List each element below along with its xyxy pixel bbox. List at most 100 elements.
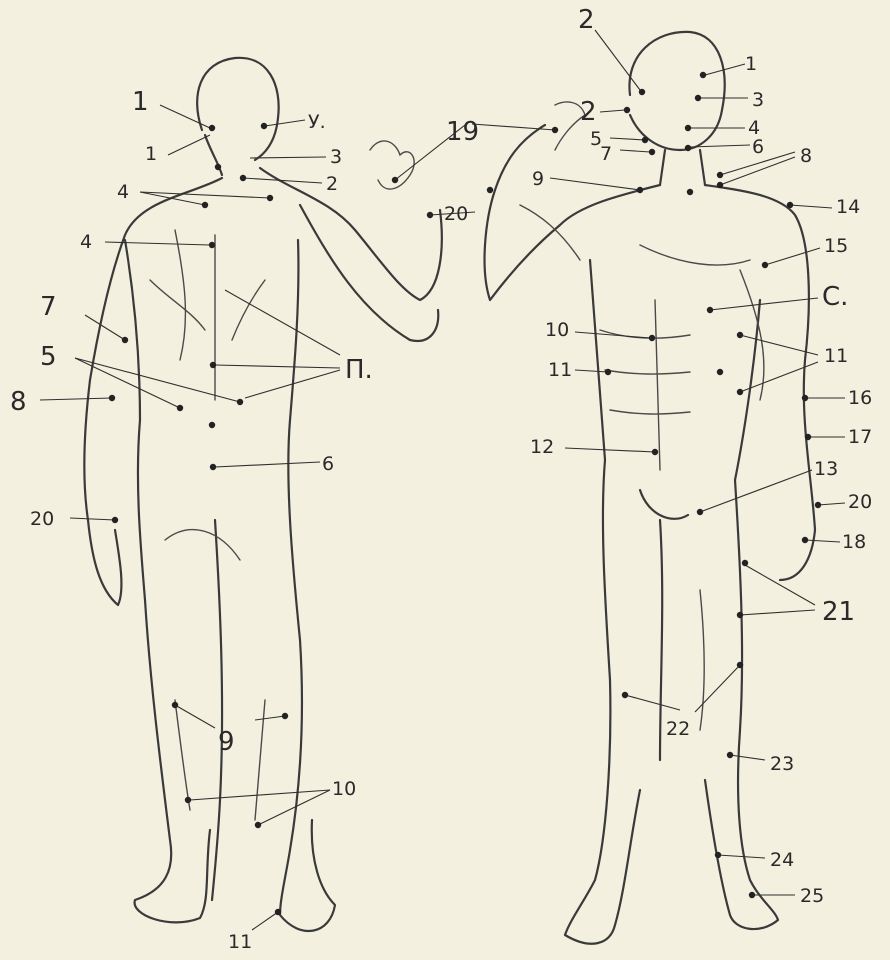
front-point (487, 187, 493, 193)
label-back-8: 8 (10, 387, 27, 417)
label-back-20: 20 (30, 508, 54, 530)
back-point (109, 395, 115, 401)
label-back-4b: 4 (80, 231, 92, 253)
front-point (707, 307, 713, 313)
label-back-y: У. (308, 111, 326, 133)
front-point (700, 72, 706, 78)
label-front-13: 13 (814, 458, 838, 480)
front-point (685, 145, 691, 151)
label-front-7: 7 (600, 143, 612, 165)
front-point (717, 172, 723, 178)
back-view-figure (84, 58, 441, 931)
back-point (275, 909, 281, 915)
label-front-9: 9 (532, 168, 544, 190)
label-front-11a: 11 (548, 359, 572, 381)
front-point (802, 537, 808, 543)
label-back-1-big: 1 (132, 87, 149, 117)
label-front-18: 18 (842, 531, 866, 553)
front-point (637, 187, 643, 193)
back-point (261, 123, 267, 129)
front-point (622, 692, 628, 698)
front-point (727, 752, 733, 758)
front-point (652, 449, 658, 455)
label-back-7: 7 (40, 292, 57, 322)
back-point (122, 337, 128, 343)
label-front-10: 10 (545, 319, 569, 341)
label-front-23: 23 (770, 753, 794, 775)
label-front-22: 22 (666, 718, 690, 740)
back-point (177, 405, 183, 411)
back-point (240, 175, 246, 181)
label-front-24: 24 (770, 849, 794, 871)
front-point (802, 395, 808, 401)
label-back-p: П. (345, 355, 373, 385)
label-front-11b: 11 (824, 345, 848, 367)
back-labels: 1 У. 1 3 2 4 4 7 5 П. 8 6 20 9 10 11 (10, 87, 373, 953)
front-point (787, 202, 793, 208)
front-point (805, 434, 811, 440)
back-point (112, 517, 118, 523)
label-mid-19: 19 (446, 117, 479, 147)
back-point (237, 399, 243, 405)
label-back-3: 3 (330, 146, 342, 168)
front-point (687, 189, 693, 195)
front-point (737, 612, 743, 618)
label-back-2: 2 (326, 173, 338, 195)
front-point (639, 89, 645, 95)
front-point (695, 95, 701, 101)
label-front-3: 3 (752, 89, 764, 111)
back-point (172, 702, 178, 708)
back-point (202, 202, 208, 208)
label-back-11: 11 (228, 931, 252, 953)
label-front-12: 12 (530, 436, 554, 458)
back-points (109, 123, 433, 915)
back-point (267, 195, 273, 201)
label-front-15: 15 (824, 235, 848, 257)
label-front-2-top: 2 (578, 5, 595, 35)
front-point (742, 560, 748, 566)
front-point (717, 369, 723, 375)
front-point (737, 389, 743, 395)
front-point (737, 332, 743, 338)
label-front-16: 16 (848, 387, 872, 409)
front-point (715, 852, 721, 858)
label-back-10: 10 (332, 778, 356, 800)
front-point (717, 182, 723, 188)
label-front-8: 8 (800, 145, 812, 167)
label-back-9: 9 (218, 727, 235, 757)
front-point (552, 127, 558, 133)
front-point (642, 137, 648, 143)
back-point (215, 164, 221, 170)
label-front-17: 17 (848, 426, 872, 448)
front-point (737, 662, 743, 668)
front-point (649, 149, 655, 155)
back-point (210, 362, 216, 368)
label-mid-20: 20 (444, 203, 468, 225)
label-front-20: 20 (848, 491, 872, 513)
back-point (255, 822, 261, 828)
front-point (697, 509, 703, 515)
label-back-5: 5 (40, 342, 57, 372)
front-point (815, 502, 821, 508)
label-back-1: 1 (145, 143, 157, 165)
back-point (209, 242, 215, 248)
front-point (649, 335, 655, 341)
front-point (605, 369, 611, 375)
back-point (185, 797, 191, 803)
front-point (624, 107, 630, 113)
label-front-6: 6 (752, 136, 764, 158)
label-front-25: 25 (800, 885, 824, 907)
back-point (282, 713, 288, 719)
back-point (209, 125, 215, 131)
label-front-14: 14 (836, 196, 860, 218)
front-point (685, 125, 691, 131)
back-point (209, 422, 215, 428)
label-front-1: 1 (745, 53, 757, 75)
label-front-21: 21 (822, 597, 855, 627)
label-back-4a: 4 (117, 181, 129, 203)
label-back-6: 6 (322, 453, 334, 475)
front-point (392, 177, 398, 183)
front-points (392, 72, 821, 898)
front-point (749, 892, 755, 898)
